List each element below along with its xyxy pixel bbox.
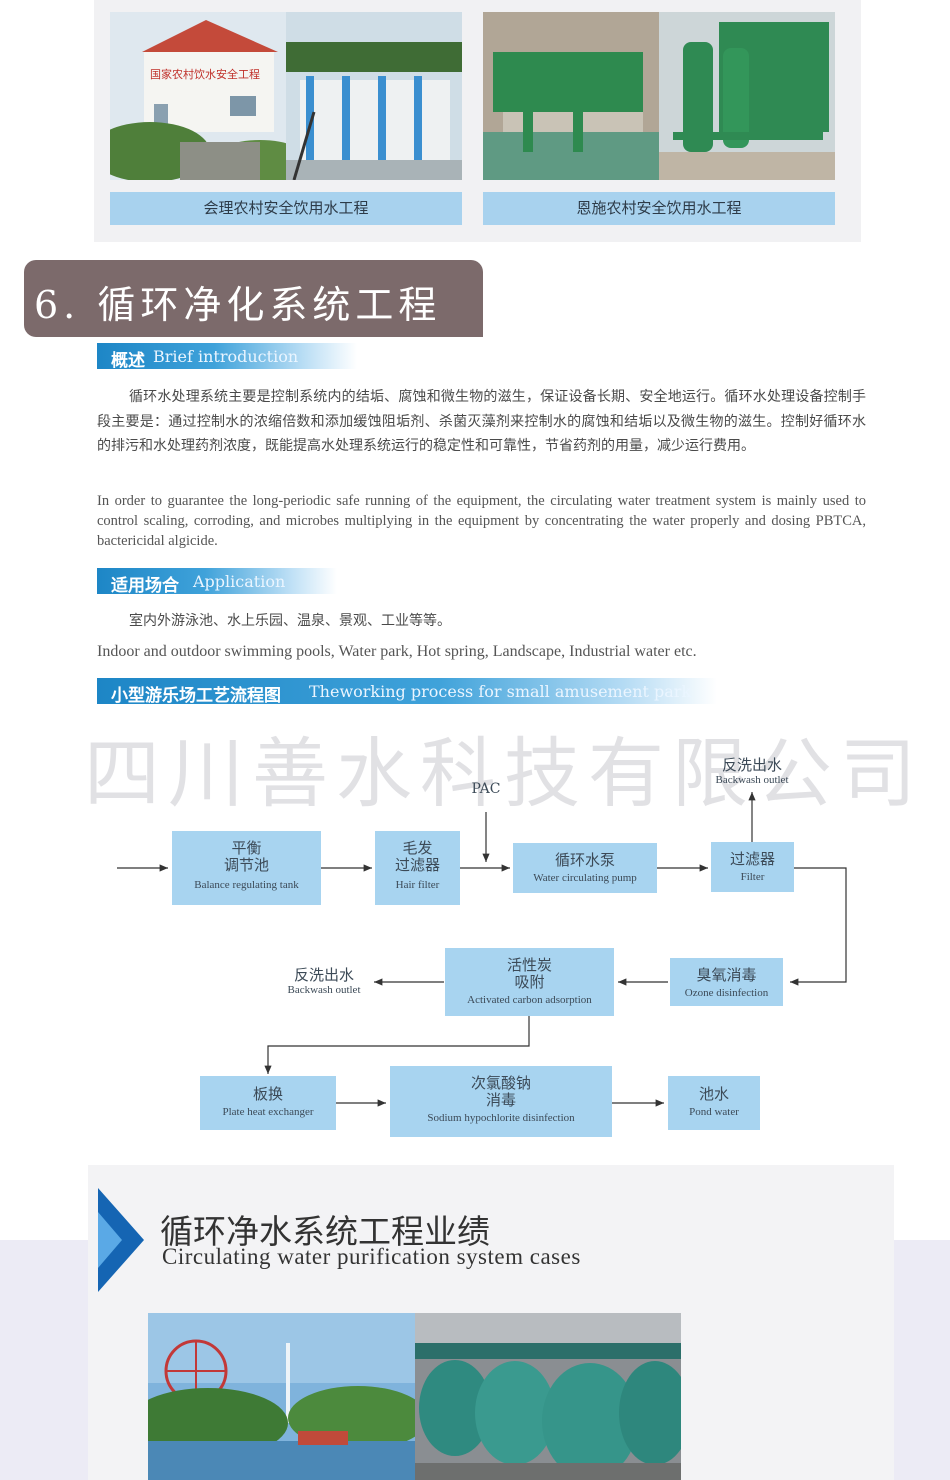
process-heading-cn: 小型游乐场工艺流程图 (111, 686, 281, 706)
node-pump: 循环水泵 Water circulating pump (513, 843, 657, 893)
company-watermark: 四川善水科技有限公司 (84, 729, 924, 818)
node-backwash-top: 反洗出水 Backwash outlet (715, 756, 789, 787)
pac-label: PAC (471, 781, 501, 797)
application-heading-cn: 适用场合 (111, 576, 179, 596)
node-pond-water: 池水 Pond water (668, 1076, 760, 1130)
flow-arrow-4 (790, 867, 847, 986)
cases-logo-icon (98, 1188, 144, 1292)
brief-text-en: In order to guarantee the long-periodic … (97, 493, 866, 549)
project-caption: 会理农村安全饮用水工程 (110, 192, 462, 225)
section-heading: 6. 循环净化系统工程 (24, 260, 483, 337)
application-heading-en: Application (193, 572, 286, 591)
node-balance-tank: 平衡 调节池 Balance regulating tank (172, 831, 321, 905)
cases-title-cn: 循环净水系统工程业绩 (160, 1212, 490, 1251)
node-activated-carbon: 活性炭 吸附 Activated carbon adsorption (445, 948, 614, 1016)
node-filter: 过滤器 Filter (711, 842, 794, 892)
brief-heading-cn: 概述 (111, 351, 145, 371)
section-title: 6. 循环净化系统工程 (34, 283, 442, 327)
project-card-huili: 国家农村饮水安全工程 会理农村安全饮用水工程 (110, 12, 462, 225)
project-photos-panel: 国家农村饮水安全工程 会理农村安全饮用水工程 (94, 0, 861, 242)
node-sodium-hypochlorite: 次氯酸钠 消毒 Sodium hypochlorite disinfection (390, 1066, 612, 1137)
project-card-enshi: 恩施农村安全饮用水工程 (483, 12, 835, 225)
cases-title-en: Circulating water purification system ca… (162, 1244, 581, 1269)
node-ozone: 臭氧消毒 Ozone disinfection (670, 958, 783, 1006)
huili-project-photo: 国家农村饮水安全工程 (110, 12, 462, 180)
application-text-cn: 室内外游泳池、水上乐园、温泉、景观、工业等等。 (129, 613, 451, 629)
project-caption: 恩施农村安全饮用水工程 (483, 192, 835, 225)
flow-arrow-6 (264, 1016, 530, 1074)
application-heading-bar: 适用场合 Application (97, 568, 337, 596)
brief-heading-bar: 概述 Brief introduction (97, 343, 357, 371)
enshi-project-photo (483, 12, 835, 180)
sign-text: 国家农村饮水安全工程 (150, 67, 260, 81)
brief-heading-en: Brief introduction (153, 347, 299, 366)
application-text-en: Indoor and outdoor swimming pools, Water… (97, 643, 697, 660)
node-backwash-mid: 反洗出水 Backwash outlet (287, 966, 361, 997)
case-photo-amusement-park (148, 1313, 415, 1480)
node-hair-filter: 毛发 过滤器 Hair filter (375, 831, 460, 905)
process-heading-bar: 小型游乐场工艺流程图 Theworking process for small … (97, 678, 717, 706)
process-heading-en: Theworking process for small amusement p… (309, 682, 692, 701)
case-photo-sand-filters (415, 1313, 681, 1480)
node-plate-exchanger: 板换 Plate heat exchanger (200, 1076, 336, 1130)
brief-text-cn: 循环水处理系统主要是控制系统内的结垢、腐蚀和微生物的滋生，保证设备长期、安全地运… (97, 389, 866, 454)
